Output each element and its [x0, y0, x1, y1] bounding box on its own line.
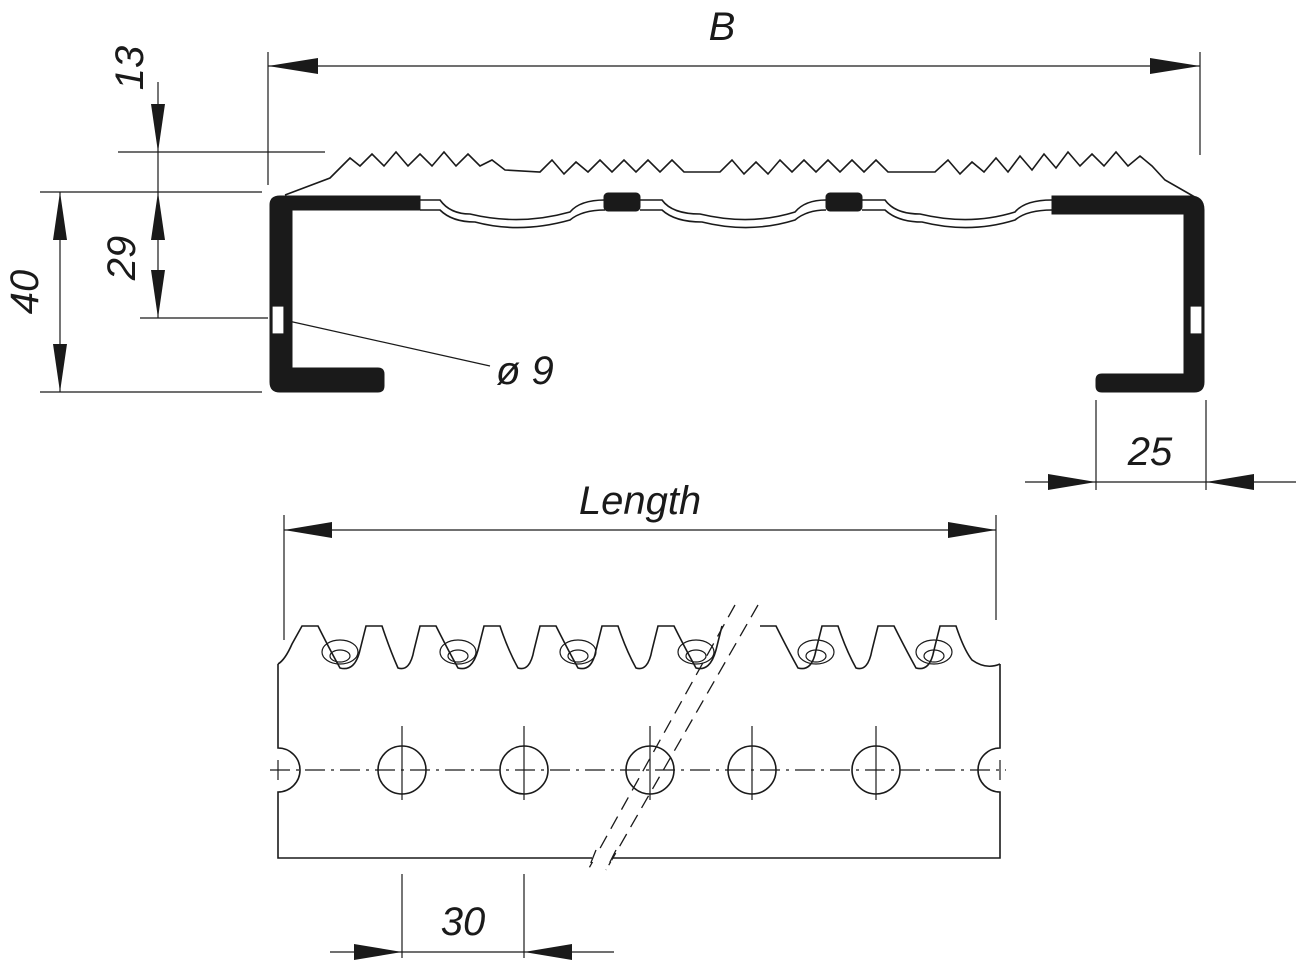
- teeth-profile-right: [760, 625, 1001, 670]
- strip-holes: [277, 726, 1001, 800]
- c-profile-top-web-right: [862, 199, 1053, 221]
- dim-label-25: 25: [1127, 430, 1173, 474]
- c-profile-top-web: [420, 199, 606, 221]
- dim-label-hole-diameter: ø 9: [496, 349, 554, 393]
- dim-label-40: 40: [3, 270, 47, 315]
- hole-right: [1189, 305, 1203, 335]
- c-profile-top-web-right-lower: [862, 209, 1053, 229]
- break-line-1: [587, 604, 736, 871]
- dim-label-29: 29: [100, 236, 144, 282]
- dim-label-13: 13: [108, 46, 152, 91]
- c-profile-left-leg: [269, 195, 421, 393]
- dim-label-b: B: [709, 5, 736, 49]
- c-profile-top-web-mid: [640, 199, 827, 221]
- strip-outline: [277, 664, 1001, 859]
- c-profile-top-web-lower: [420, 209, 606, 229]
- serrated-tread-edge: [284, 150, 1201, 201]
- dim-label-30: 30: [441, 900, 486, 944]
- c-profile-right-leg: [1051, 195, 1205, 393]
- side-view: Length: [270, 479, 1006, 960]
- dim-label-length: Length: [579, 479, 701, 523]
- rivet-left: [603, 192, 641, 212]
- cross-section-view: B 13 29 40 ø 9 25: [3, 5, 1296, 490]
- rivet-right: [825, 192, 863, 212]
- teeth-profile: [277, 625, 723, 670]
- tooth-cups: [321, 639, 953, 665]
- c-profile-top-web-mid-lower: [640, 209, 827, 229]
- break-line-2: [605, 604, 759, 871]
- hole-left: [271, 305, 285, 335]
